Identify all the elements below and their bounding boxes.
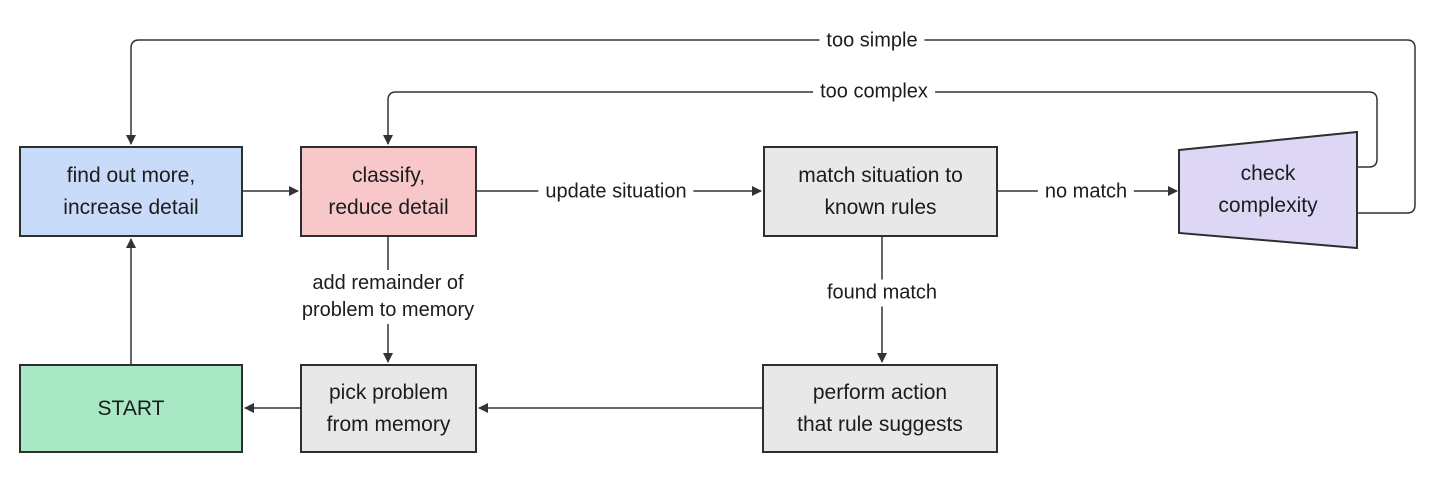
edge-label-too-complex: too complex xyxy=(813,78,935,106)
node-match-situation: match situation to known rules xyxy=(763,146,998,237)
node-find-out-more: find out more, increase detail xyxy=(19,146,243,237)
edge-label-found-match: found match xyxy=(819,279,945,307)
edge-label-update-situation: update situation xyxy=(538,178,694,206)
node-perform-action: perform action that rule suggests xyxy=(762,364,998,453)
node-pick-problem: pick problem from memory xyxy=(300,364,477,453)
node-check-complexity-label: check complexity xyxy=(1218,162,1318,217)
edge-label-add-remainder: add remainder of problem to memory xyxy=(294,270,482,324)
edge-label-no-match: no match xyxy=(1037,178,1135,206)
node-start: START xyxy=(19,364,243,453)
edge-check-to-classify xyxy=(383,91,1378,168)
edge-label-too-simple: too simple xyxy=(819,27,925,55)
node-classify: classify, reduce detail xyxy=(300,146,477,237)
check-complexity-shape xyxy=(1178,130,1358,250)
edge-check-to-find xyxy=(126,39,1416,214)
